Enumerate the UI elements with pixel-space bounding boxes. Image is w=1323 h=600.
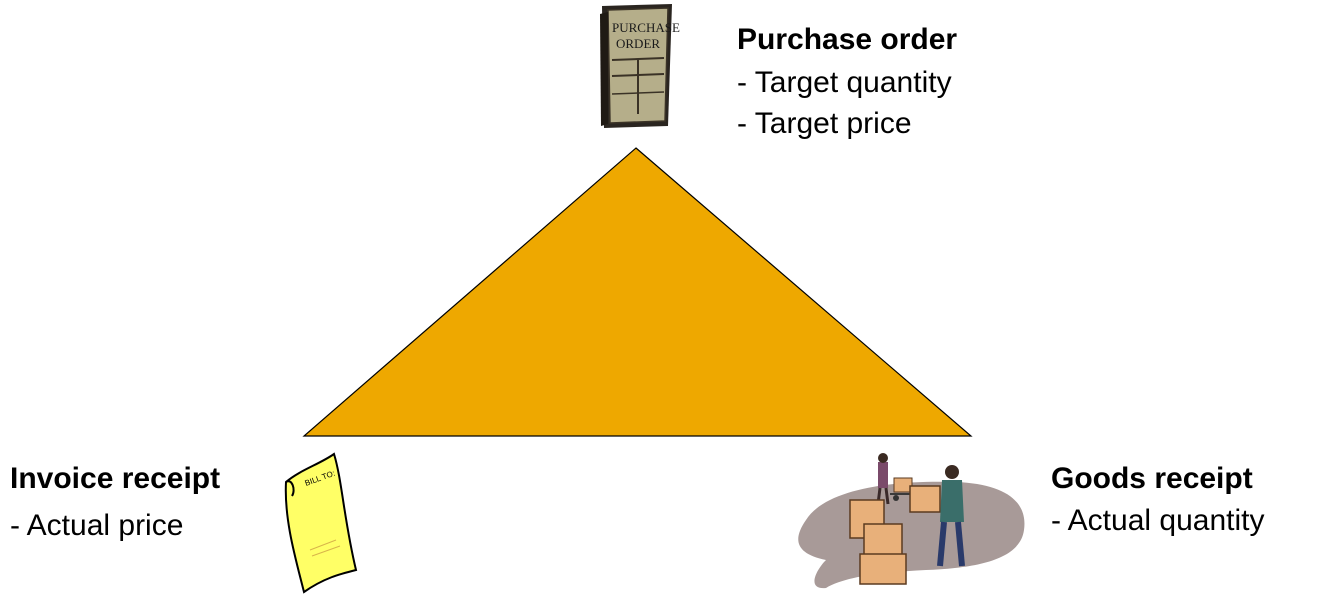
invoice-receipt-title: Invoice receipt bbox=[10, 462, 221, 495]
goods-receipt-title: Goods receipt bbox=[1051, 462, 1253, 495]
invoice-icon: BILL TO: bbox=[284, 452, 358, 594]
purchase-order-line-1: - Target quantity bbox=[737, 66, 952, 99]
purchase-order-icon: PURCHASE ORDER bbox=[600, 4, 680, 128]
goods-receipt-line-1: - Actual quantity bbox=[1051, 504, 1265, 537]
goods-receipt-icon bbox=[798, 453, 1025, 589]
purchase-order-title: Purchase order bbox=[737, 23, 958, 56]
po-icon-text-top: PURCHASE bbox=[612, 20, 680, 35]
purchase-order-line-2: - Target price bbox=[737, 107, 912, 140]
invoice-receipt-line-1: - Actual price bbox=[10, 509, 184, 542]
po-icon-text-bottom: ORDER bbox=[616, 36, 660, 51]
triangle-shape bbox=[302, 147, 973, 437]
